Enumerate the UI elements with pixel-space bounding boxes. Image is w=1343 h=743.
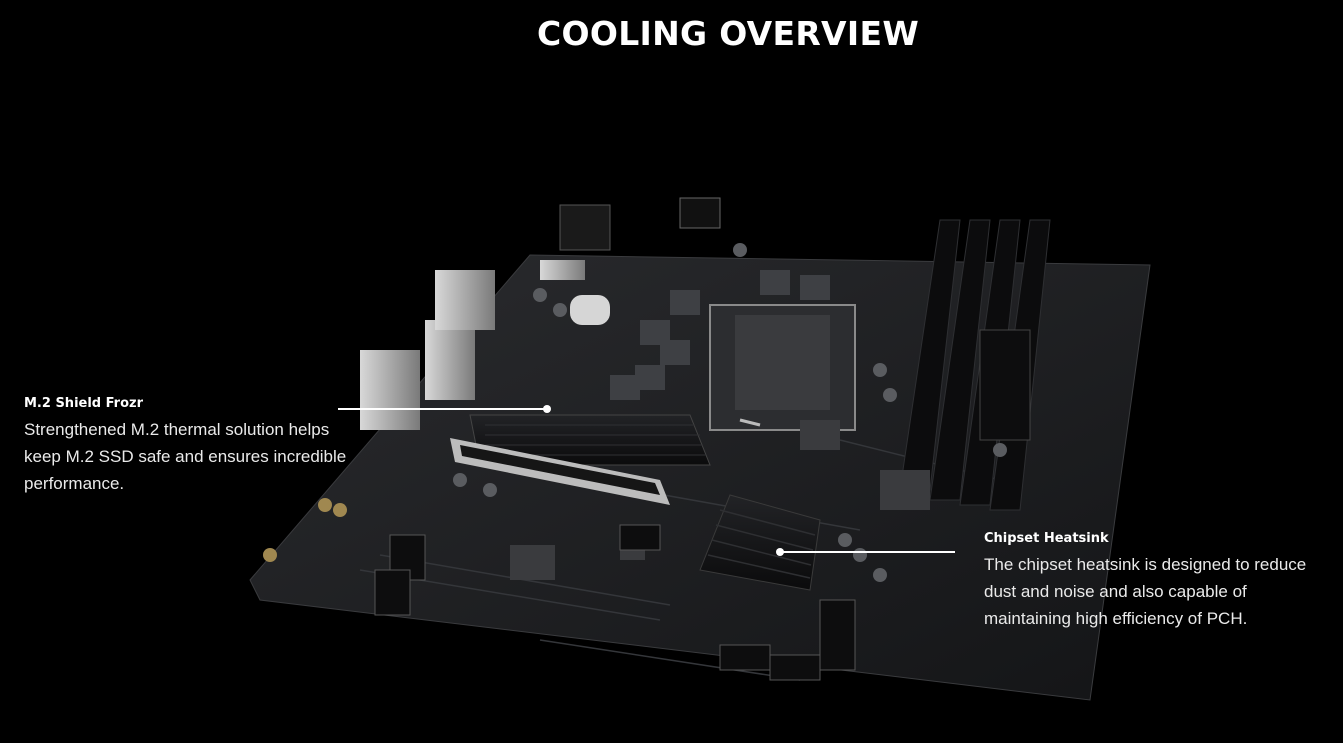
m2-shield-callout: M.2 Shield Frozr Strengthened M.2 therma… [24, 396, 364, 497]
chipset-hotspot-dot[interactable] [776, 548, 784, 556]
chipset-heatsink-title: Chipset Heatsink [984, 531, 1109, 546]
m2-shield-title: M.2 Shield Frozr [24, 396, 143, 411]
chipset-heatsink [699, 494, 821, 591]
chipset-heatsink-callout: Chipset Heatsink The chipset heatsink is… [984, 531, 1324, 632]
vrm-heatsinks [570, 270, 830, 400]
m2-hotspot-dot[interactable] [543, 405, 551, 413]
chipset-leader-line [782, 551, 955, 553]
pcie-slot [450, 438, 670, 505]
cpu-socket [709, 304, 856, 431]
chipset-heatsink-description: The chipset heatsink is designed to redu… [984, 555, 1307, 628]
io-ports [360, 197, 721, 430]
m2-leader-line [338, 408, 546, 410]
page-title: COOLING OVERVIEW [536, 14, 920, 53]
m2-shield-description: Strengthened M.2 thermal solution helps … [24, 420, 347, 493]
motherboard-image [240, 180, 1160, 720]
